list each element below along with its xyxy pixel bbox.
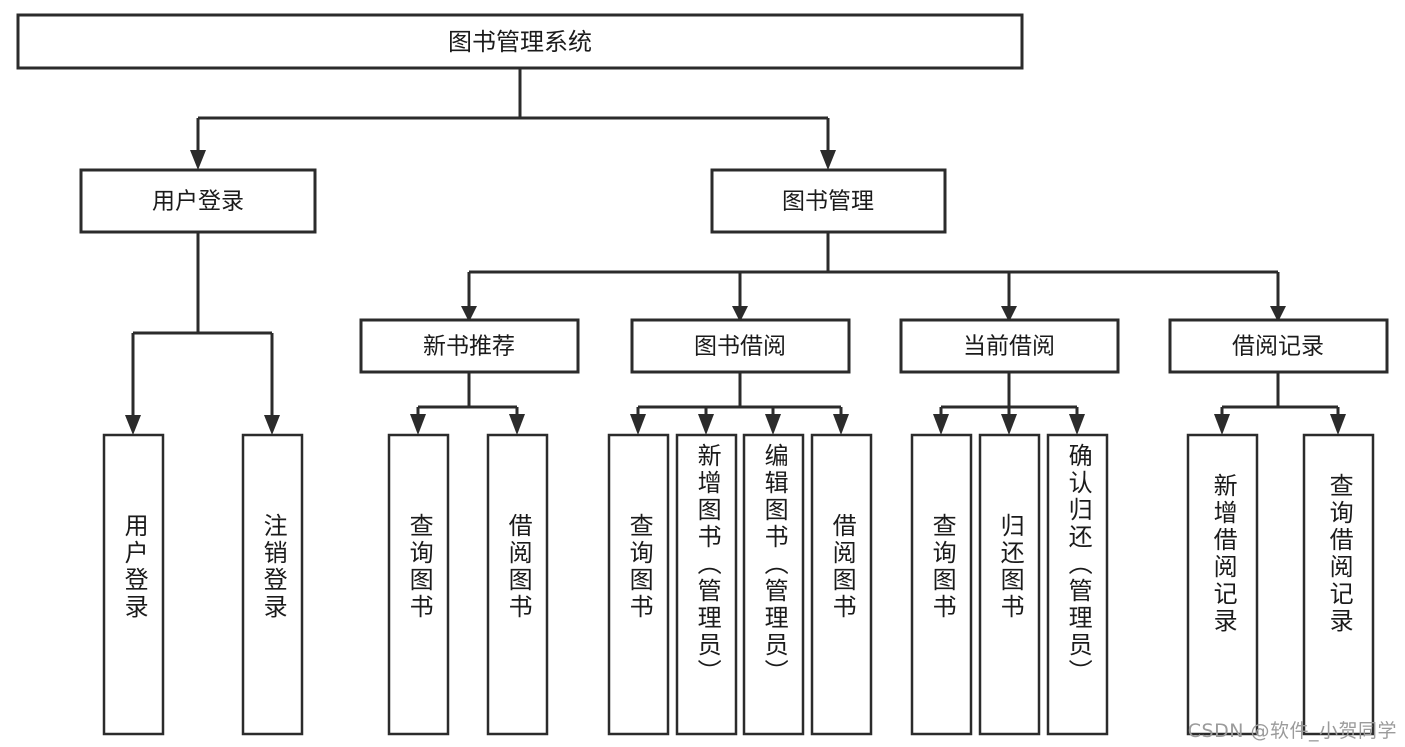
- leaf-box-bb-2[interactable]: [675, 433, 738, 736]
- arrow-head-leaf-br-1: [1214, 414, 1230, 435]
- leaf-box-bb-1[interactable]: [607, 433, 670, 736]
- arrow-head-book-manage: [820, 150, 836, 170]
- arrow-head-new-book-recommend: [461, 306, 477, 322]
- arrow-head-leaf-bb-3: [765, 414, 781, 435]
- arrow-head-leaf-user-login-2: [264, 415, 280, 435]
- leaf-box-nbr-1[interactable]: [387, 433, 450, 736]
- arrow-head-borrow-record: [1270, 306, 1286, 322]
- arrow-head-leaf-cb-1: [933, 414, 949, 435]
- node-root-label: 图书管理系统: [448, 28, 592, 56]
- arrow-head-leaf-cb-3: [1069, 414, 1085, 435]
- leaf-box-cb-3[interactable]: [1046, 433, 1109, 736]
- arrow-head-leaf-br-2: [1330, 414, 1346, 435]
- arrow-head-leaf-user-login-1: [125, 415, 141, 435]
- arrow-head-leaf-nbr-1: [410, 414, 426, 435]
- node-book-borrow-label: 图书借阅: [694, 334, 786, 360]
- node-new-book-recommend-label: 新书推荐: [423, 334, 515, 360]
- arrow-head-leaf-bb-1: [630, 414, 646, 435]
- connector-group-borrow-record: [1214, 372, 1346, 435]
- node-book-borrow[interactable]: [630, 318, 851, 374]
- arrow-head-user-login: [190, 150, 206, 170]
- node-borrow-record-label: 借阅记录: [1232, 334, 1324, 360]
- leaf-box-bb-3[interactable]: [742, 433, 805, 736]
- node-current-borrow-label: 当前借阅: [963, 334, 1055, 360]
- connector-group-root: [190, 68, 836, 170]
- leaf-box-br-1[interactable]: [1186, 433, 1259, 736]
- connector-group-new-book-recommend: [410, 372, 525, 435]
- arrow-head-leaf-bb-2: [698, 414, 714, 435]
- node-new-book-recommend[interactable]: [359, 318, 580, 374]
- connector-group-user-login: [125, 232, 280, 435]
- leaf-box-cb-1[interactable]: [910, 433, 973, 736]
- connector-group-current-borrow: [933, 372, 1085, 435]
- watermark-csdn: CSDN @软件_小贺同学: [1187, 720, 1397, 742]
- leaf-box-bb-4[interactable]: [810, 433, 873, 736]
- leaf-box-nbr-2[interactable]: [486, 433, 549, 736]
- leaf-box-user-login-2[interactable]: [241, 433, 304, 736]
- leaf-box-user-login-1[interactable]: [102, 433, 165, 736]
- arrow-head-leaf-bb-4: [833, 414, 849, 435]
- arrow-head-leaf-cb-2: [1001, 414, 1017, 435]
- arrow-head-book-borrow: [732, 306, 748, 322]
- arrow-head-leaf-nbr-2: [509, 414, 525, 435]
- leaf-box-br-2[interactable]: [1302, 433, 1375, 736]
- node-root-book-management-system[interactable]: [16, 13, 1024, 70]
- node-user-login[interactable]: [79, 168, 317, 234]
- arrow-head-current-borrow: [1001, 306, 1017, 322]
- node-current-borrow[interactable]: [899, 318, 1120, 374]
- connector-group-book-borrow: [630, 372, 849, 435]
- node-book-management-label: 图书管理: [782, 189, 874, 215]
- node-book-management[interactable]: [710, 168, 947, 234]
- leaf-box-cb-2[interactable]: [978, 433, 1041, 736]
- node-user-login-label: 用户登录: [152, 189, 244, 215]
- node-borrow-record[interactable]: [1168, 318, 1389, 374]
- connector-group-book-manage: [461, 232, 1286, 322]
